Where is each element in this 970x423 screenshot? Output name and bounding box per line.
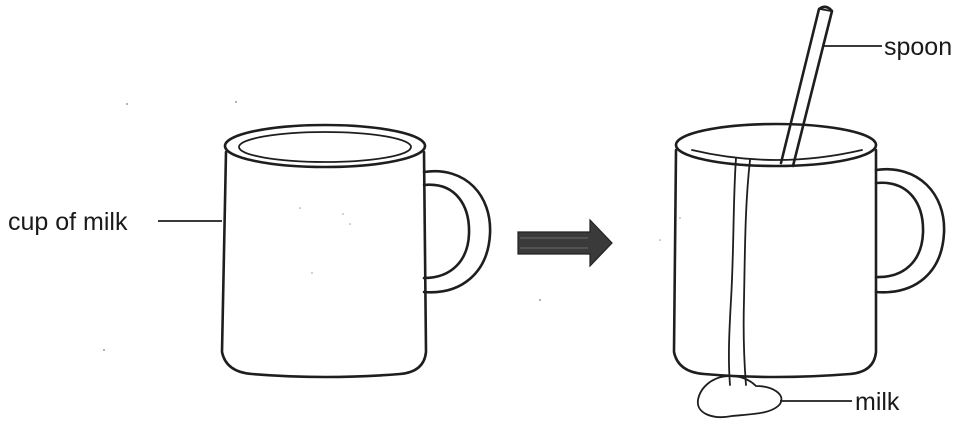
mug-with-spoon-rim: [674, 122, 878, 168]
milk-drip: [697, 157, 783, 418]
mug-with-spoon-body: [672, 148, 878, 379]
right-arrow-icon: [517, 218, 613, 268]
full-mug-handle-inner: [422, 183, 471, 280]
mug-with-spoon-inner-rim: [691, 149, 863, 161]
scan-specks: [103, 101, 681, 351]
spoon-label: spoon: [884, 33, 952, 61]
cup-of-milk-label: cup of milk: [8, 208, 128, 236]
milk-puddle: [697, 375, 783, 418]
full-mug-body: [220, 150, 428, 379]
full-mug-handle: [422, 169, 492, 294]
full-mug: [220, 123, 492, 379]
full-mug-rim: [223, 123, 427, 169]
milk-label: milk: [855, 388, 900, 416]
mug-with-spoon-handle: [874, 167, 946, 294]
full-mug-milk-surface: [238, 131, 412, 163]
spoon: [779, 5, 834, 168]
mug-with-spoon-handle-inner: [874, 181, 925, 279]
mug-with-spoon: [672, 122, 946, 379]
